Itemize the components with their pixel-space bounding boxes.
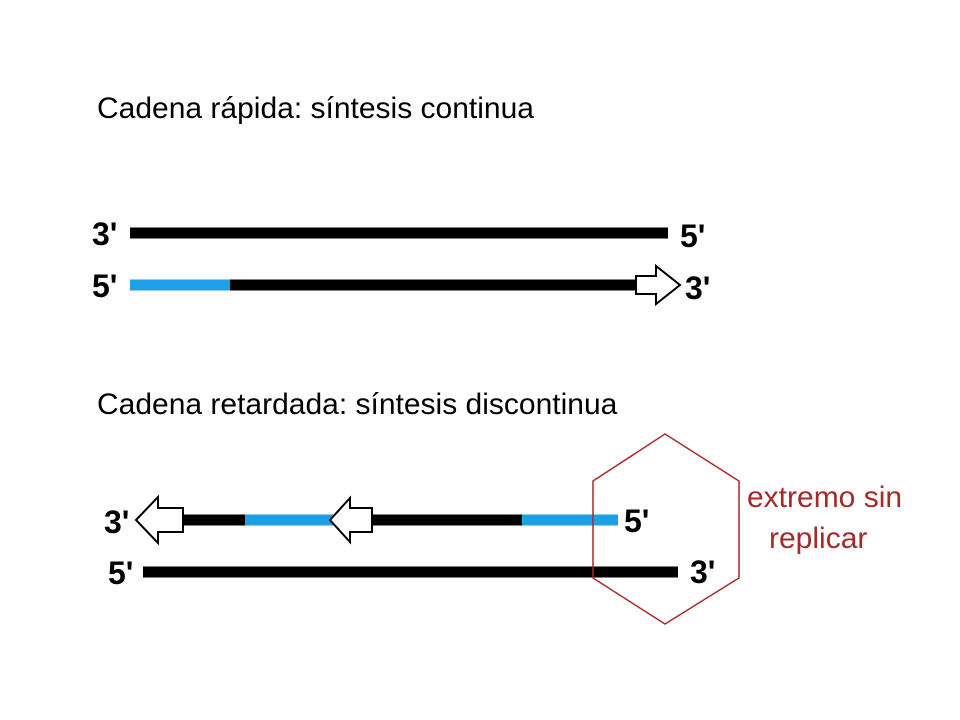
lagging-direction-arrow-middle-icon xyxy=(328,495,373,545)
lagging-template-left-label: 5' xyxy=(108,555,133,591)
unreplicated-note-line1: extremo sin xyxy=(747,481,902,514)
lagging-new-left-label: 3' xyxy=(104,504,129,540)
leading-new-right-label: 3' xyxy=(685,270,710,306)
lagging-new-right-label: 5' xyxy=(624,503,649,539)
leading-template-right-label: 5' xyxy=(680,218,705,254)
leading-template-left-label: 3' xyxy=(92,216,117,252)
unreplicated-end-hexagon-icon xyxy=(592,433,740,625)
lagging-template-right-label: 3' xyxy=(690,554,715,590)
lagging-direction-arrow-left-icon xyxy=(134,494,184,546)
unreplicated-note-line2: replicar xyxy=(769,522,867,555)
lagging-title: Cadena retardada: síntesis discontinua xyxy=(97,388,618,421)
leading-new-left-label: 5' xyxy=(92,268,117,304)
leading-title: Cadena rápida: síntesis continua xyxy=(97,92,534,125)
leading-direction-arrow-icon xyxy=(635,263,682,307)
